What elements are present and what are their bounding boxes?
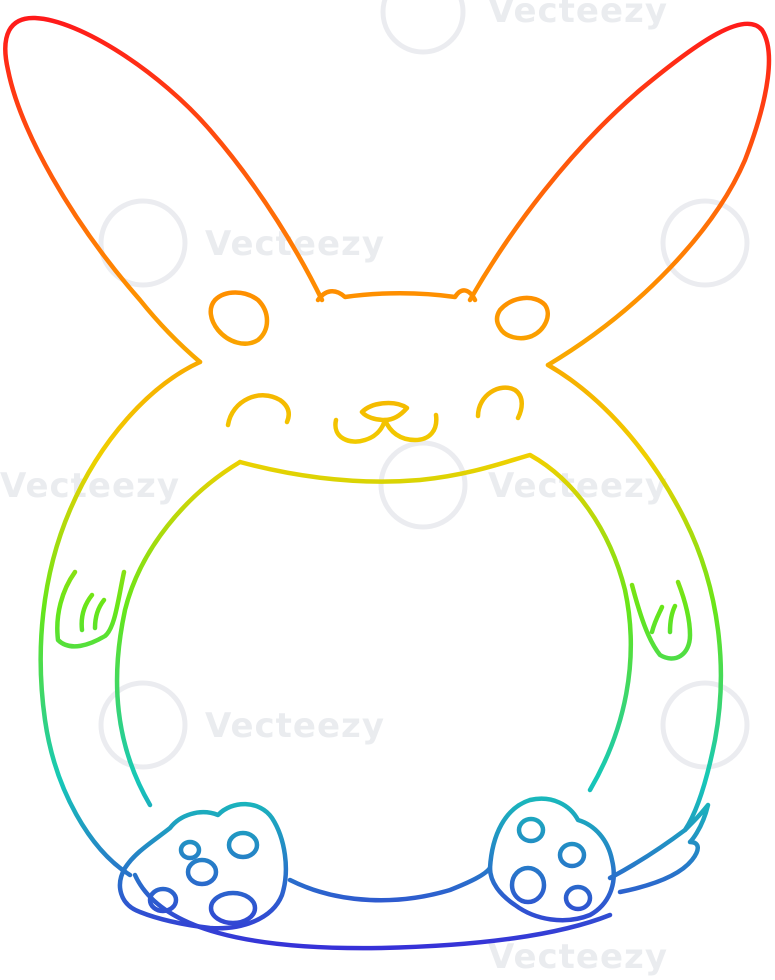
belly [237, 452, 634, 793]
nose [359, 400, 410, 423]
right-arm [629, 579, 693, 661]
head-top [315, 288, 478, 303]
left-foot [117, 801, 289, 931]
svg-text:Vecteezy: Vecteezy [205, 706, 385, 746]
right-eye [475, 385, 524, 421]
svg-text:Vecteezy: Vecteezy [488, 0, 668, 31]
body-outline [38, 359, 203, 878]
mouth [333, 412, 439, 444]
svg-text:Vecteezy: Vecteezy [205, 224, 385, 264]
left-foot-toe-1 [147, 886, 179, 914]
watermark-4: Vecteezy [378, 440, 668, 530]
watermark-5: Vecteezy [98, 680, 385, 770]
right-foot-toe-2 [557, 841, 587, 869]
right-foot-toe-1 [516, 816, 546, 844]
left-foot-toe-2 [185, 857, 219, 887]
rabbit [3, 15, 772, 951]
body-outline-right [545, 362, 724, 833]
left-foot-toe-4 [178, 839, 202, 861]
left-foot-toe-3 [226, 830, 260, 860]
watermark-1: Vecteezy [98, 198, 385, 288]
right-foot [487, 796, 616, 923]
belly-left [114, 459, 243, 808]
left-ear [3, 15, 325, 365]
right-foot-pad-main [509, 865, 547, 905]
right-inner-ear [494, 295, 550, 341]
watermark-8: Vecteezy [488, 937, 668, 977]
left-arm [55, 569, 127, 649]
svg-text:Vecteezy: Vecteezy [488, 466, 668, 506]
left-eye [225, 393, 291, 428]
svg-text:Vecteezy: Vecteezy [488, 937, 668, 977]
tail [607, 802, 711, 895]
base-bottom [132, 872, 613, 951]
watermark-7: Vecteezy [380, 0, 668, 55]
right-foot-toe-3 [563, 884, 593, 912]
left-foot-pad-main [208, 890, 258, 926]
watermark-2 [660, 198, 750, 288]
watermark-layer: Vecteezy Vecteezy Vecteezy Vecteezy Vect… [0, 0, 750, 977]
watermark-6 [660, 680, 750, 770]
right-ear [467, 21, 772, 368]
left-inner-ear [208, 290, 270, 346]
base-line [287, 865, 493, 903]
